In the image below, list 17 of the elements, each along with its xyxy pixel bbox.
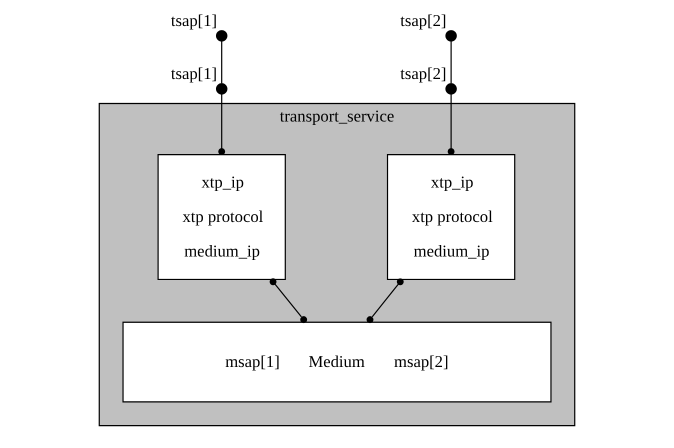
connector [450, 40, 452, 84]
node-box: xtp_ip xtp protocol medium_ip [158, 154, 286, 280]
node-circle [216, 30, 228, 42]
connector [221, 40, 222, 84]
connector [218, 94, 226, 155]
node-box: msap[1] Medium msap[2] [122, 322, 552, 402]
node-label: tsap[2] [400, 64, 446, 84]
node-circle [216, 83, 228, 95]
node-circle [445, 30, 457, 42]
node-label: tsap[2] [400, 11, 446, 30]
node-label: tsap[1] [170, 11, 218, 30]
connector [366, 278, 404, 324]
connector [448, 94, 455, 155]
connector [270, 278, 308, 324]
node-box: xtp_ip xtp protocol medium_ip [386, 154, 516, 280]
node-circle [445, 83, 457, 95]
node-label: tsap[1] [170, 64, 218, 84]
